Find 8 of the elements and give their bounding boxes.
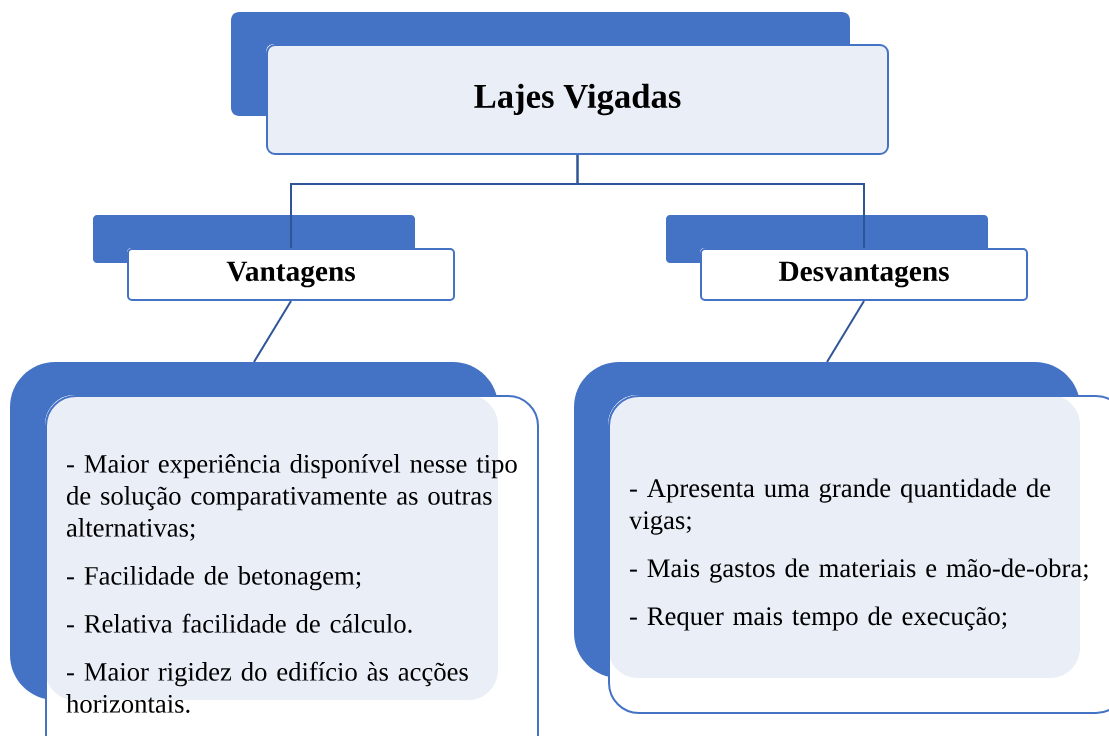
category-box: Desvantagens <box>666 215 1028 301</box>
title-box: Lajes Vigadas <box>231 12 889 155</box>
list-box: - Apresenta uma grande quantidade de vigas; - Mais gastos de materiais e mão-de-obra; - Requer mais tempo de execução; <box>574 362 1109 714</box>
list-box: - Maior experiência disponível nesse tipo de solução comparativamente as outras alternativas; - Facilidade de betonagem; - Relativa facilidade de cálculo. - Maior rigidez do edifício às acções horizontais. <box>10 362 539 736</box>
connector-line <box>253 300 292 363</box>
connector-line <box>826 300 865 363</box>
category-box: Vantagens <box>93 215 455 301</box>
connector-line <box>576 154 865 249</box>
